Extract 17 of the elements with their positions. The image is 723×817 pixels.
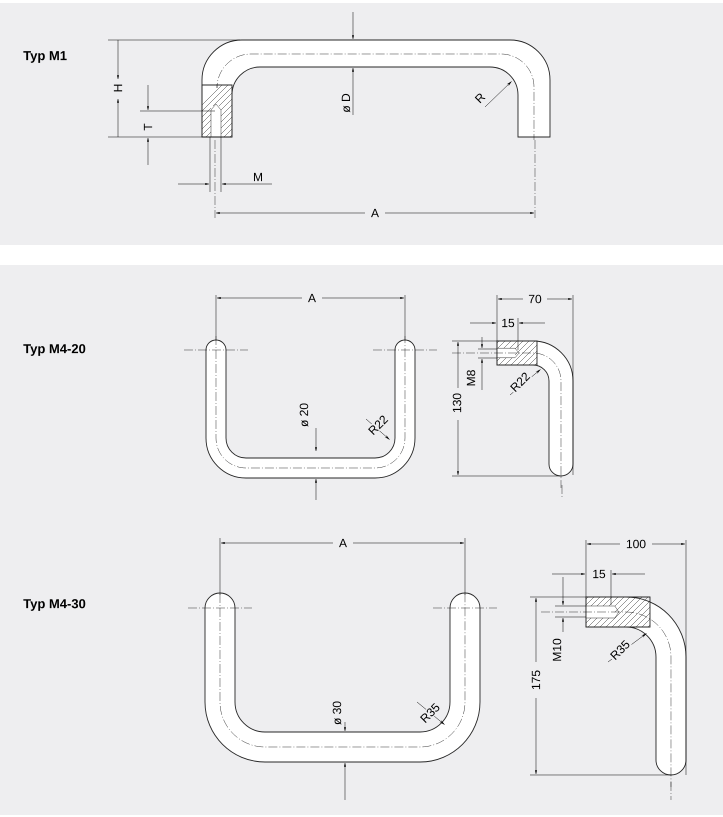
dimension-label: R22 (366, 412, 390, 438)
dimension-label: M8 (466, 368, 476, 388)
dimension-label: ø 20 (298, 402, 310, 428)
dimension-label: R35 (608, 638, 632, 662)
dimension-label: 70 (527, 294, 543, 304)
dimension-label: M10 (552, 637, 562, 663)
dimension-label: ø 30 (332, 700, 342, 726)
dimension-label: 100 (624, 538, 647, 550)
type-heading: Typ M4-30 (23, 599, 86, 611)
dimension-label: M (252, 172, 264, 182)
dimension-label: H (112, 82, 124, 94)
type-heading: Typ M4-20 (23, 344, 86, 356)
dimension-label: 130 (452, 392, 462, 414)
dimension-label: R35 (418, 700, 442, 726)
type-heading: Typ M1 (23, 51, 67, 63)
dimension-label: R22 (508, 370, 532, 394)
dimension-label: R (472, 90, 488, 106)
